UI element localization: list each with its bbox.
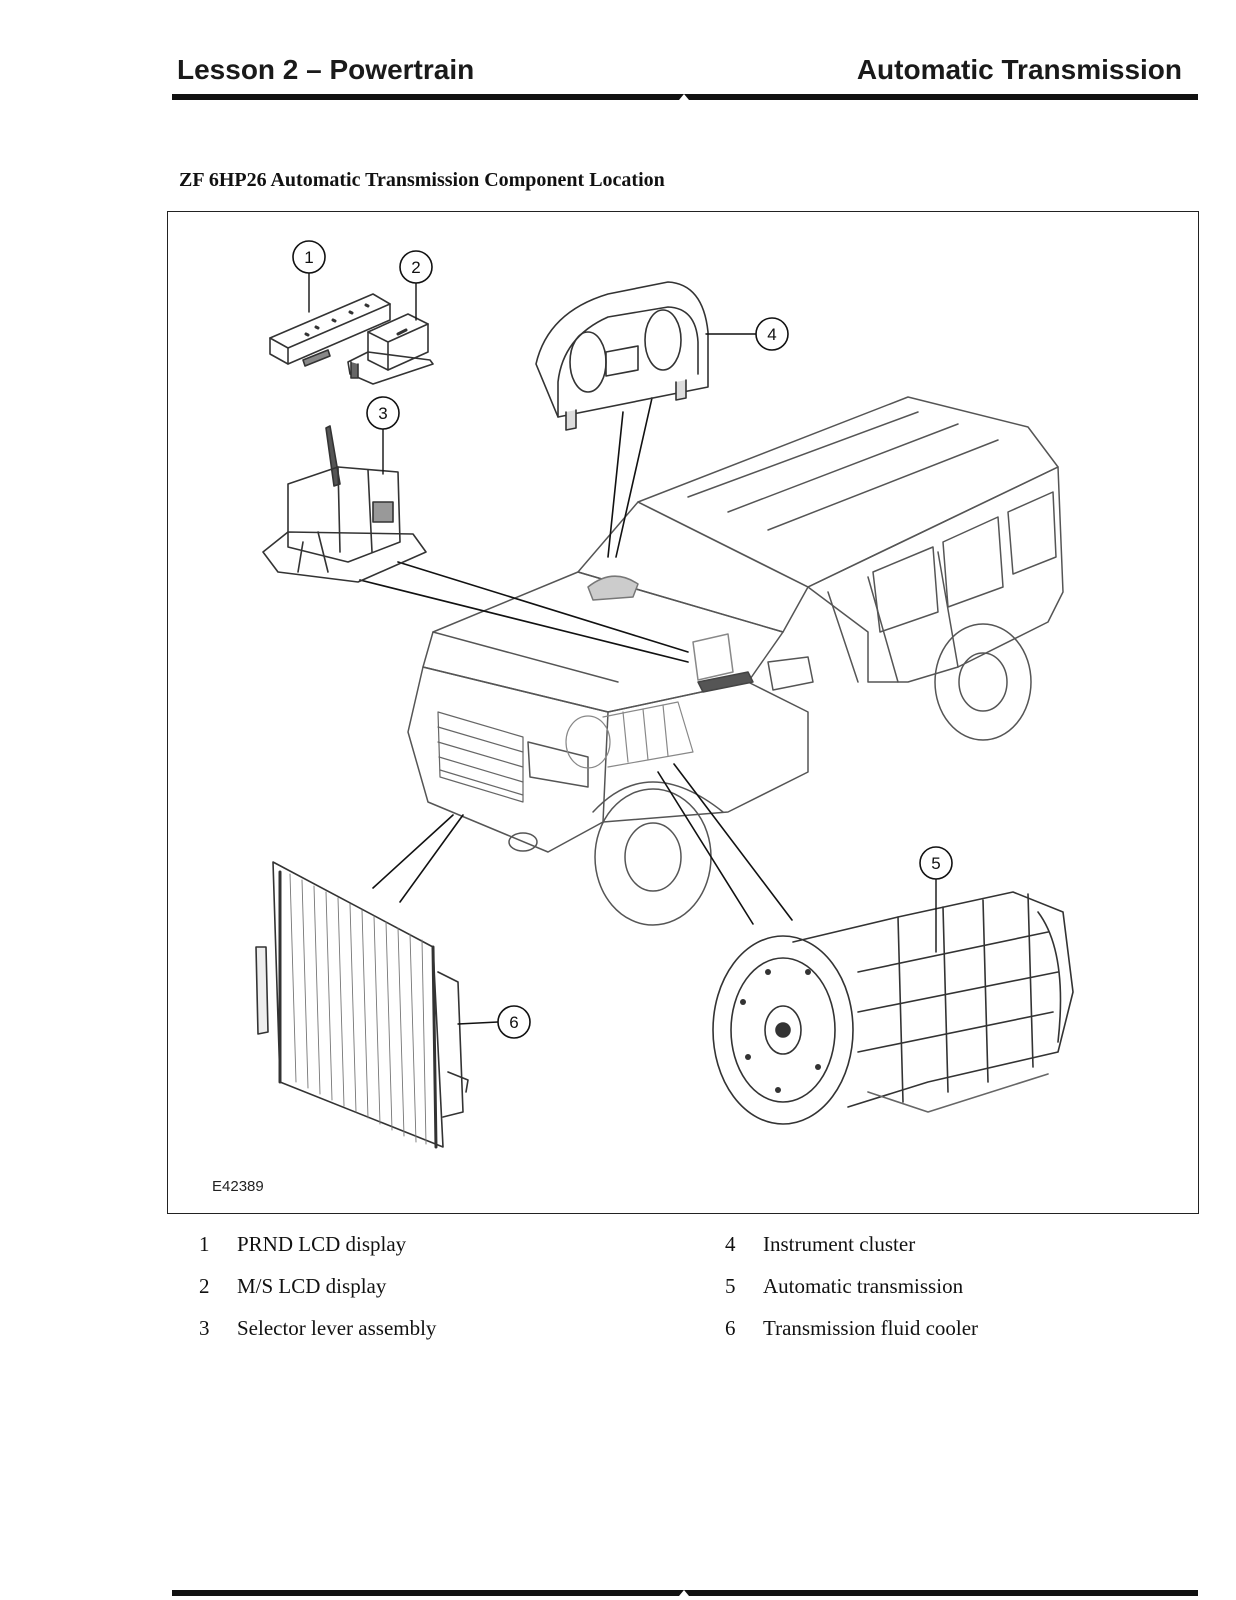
- component-location-figure: 1 2 3 4 5 6 E42389: [167, 211, 1199, 1214]
- callout-5: 5: [919, 846, 953, 880]
- legend-item: 3 Selector lever assembly: [199, 1316, 436, 1358]
- page-title: ZF 6HP26 Automatic Transmission Componen…: [179, 169, 665, 191]
- legend-item: 6 Transmission fluid cooler: [725, 1316, 978, 1358]
- callout-label: 6: [509, 1013, 518, 1032]
- legend-label: Selector lever assembly: [237, 1316, 437, 1340]
- callout-label: 4: [767, 325, 776, 344]
- legend-number: 5: [725, 1274, 736, 1298]
- legend-item: 1 PRND LCD display: [199, 1232, 436, 1274]
- callout-label: 5: [931, 854, 940, 873]
- callout-label: 3: [378, 404, 387, 423]
- vehicle-illustration: [407, 396, 1064, 926]
- callout-4: 4: [755, 317, 789, 351]
- callout-label: 2: [411, 258, 420, 277]
- legend-number: 3: [199, 1316, 210, 1340]
- callout-lines: [308, 269, 937, 1025]
- callout-3: 3: [366, 396, 400, 430]
- legend-label: M/S LCD display: [237, 1274, 387, 1298]
- legend-label: Transmission fluid cooler: [763, 1316, 979, 1340]
- leader-lines: [359, 397, 793, 925]
- legend-number: 2: [199, 1274, 210, 1298]
- legend-label: Automatic transmission: [763, 1274, 964, 1298]
- callout-2: 2: [399, 250, 433, 284]
- legend-label: PRND LCD display: [237, 1232, 407, 1256]
- lesson-header: Lesson 2 – Powertrain: [177, 54, 475, 85]
- ms-display-illustration: [347, 313, 434, 385]
- figure-code: E42389: [212, 1178, 264, 1195]
- fluid-cooler-illustration: [255, 861, 469, 1149]
- prnd-display-illustration: [269, 293, 391, 367]
- header-rule: [172, 94, 1198, 100]
- legend-item: 4 Instrument cluster: [725, 1232, 978, 1274]
- legend-number: 6: [725, 1316, 736, 1340]
- component-illustration: 1 2 3 4 5 6: [255, 240, 1074, 1149]
- legend-item: 5 Automatic transmission: [725, 1274, 978, 1316]
- instrument-cluster-illustration: [535, 281, 709, 431]
- legend-right-column: 4 Instrument cluster 5 Automatic transmi…: [725, 1232, 978, 1358]
- selector-lever-illustration: [262, 425, 427, 583]
- callout-label: 1: [304, 248, 313, 267]
- callout-6: 6: [497, 1005, 531, 1039]
- section-header: Automatic Transmission: [856, 54, 1182, 85]
- legend-label: Instrument cluster: [763, 1232, 916, 1256]
- legend-number: 4: [725, 1232, 736, 1256]
- legend-number: 1: [199, 1232, 210, 1256]
- automatic-transmission-illustration: [712, 891, 1074, 1125]
- footer-rule: [172, 1590, 1198, 1596]
- legend-left-column: 1 PRND LCD display 2 M/S LCD display 3 S…: [199, 1232, 436, 1358]
- legend-item: 2 M/S LCD display: [199, 1274, 436, 1316]
- callout-1: 1: [292, 240, 326, 274]
